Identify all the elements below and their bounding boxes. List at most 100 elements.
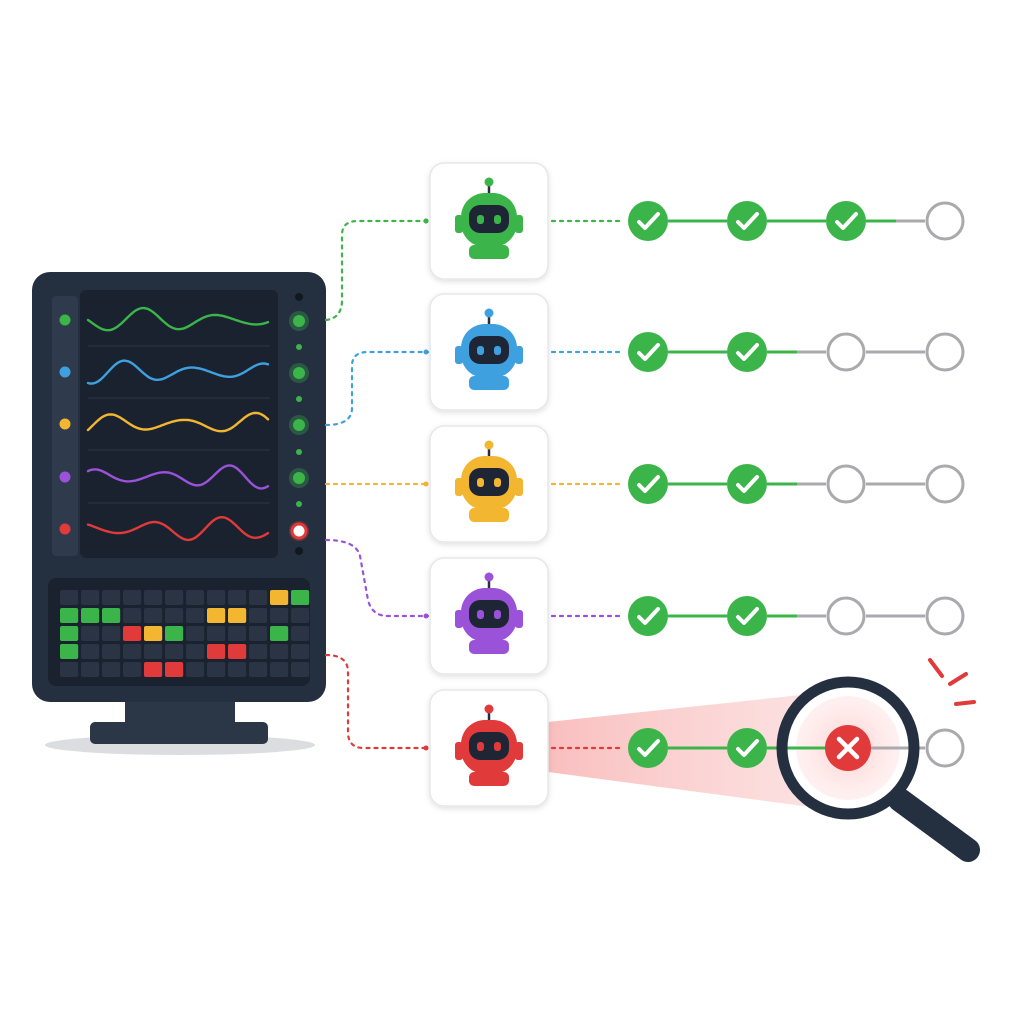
waveform-red xyxy=(86,515,270,542)
keyboard-key xyxy=(249,590,268,605)
channel-dot-red xyxy=(59,523,71,535)
keyboard-key xyxy=(228,590,247,605)
keyboard-key-lit xyxy=(270,626,289,641)
check-mark xyxy=(736,343,759,361)
keyboard-key xyxy=(291,662,310,677)
check-mark xyxy=(736,607,759,625)
keyboard-key xyxy=(144,644,163,659)
alert-ray xyxy=(928,658,944,678)
check-icon xyxy=(826,201,866,241)
pipeline-row-red xyxy=(550,728,965,768)
step-node-pending xyxy=(925,464,965,504)
status-led-small xyxy=(296,449,302,455)
connector-red xyxy=(324,653,430,750)
robot-#e03a3a-icon xyxy=(455,704,523,786)
step-node-pass xyxy=(628,464,668,504)
status-led-small xyxy=(296,501,302,507)
agent-card-green[interactable] xyxy=(429,162,549,280)
keyboard-key xyxy=(249,644,268,659)
robot-eye xyxy=(477,215,484,224)
step-node-pending xyxy=(826,596,866,636)
agent-card-yellow[interactable] xyxy=(429,425,549,543)
robot-face xyxy=(469,205,509,233)
pipeline-row-purple xyxy=(550,596,965,636)
robot-#3fa0e0-icon xyxy=(455,308,523,390)
connector-blue xyxy=(324,350,430,427)
keyboard-key-lit xyxy=(270,590,289,605)
alert-rays-icon xyxy=(928,658,976,706)
status-led xyxy=(293,367,305,379)
pipeline-group xyxy=(550,201,965,768)
check-icon xyxy=(628,464,668,504)
channel-dot-purple xyxy=(59,471,71,483)
keyboard-key xyxy=(81,626,100,641)
channel-dot-yellow xyxy=(59,418,71,430)
connector-green xyxy=(324,219,430,322)
keyboard-key xyxy=(102,590,121,605)
status-led-small xyxy=(296,396,302,402)
status-led xyxy=(293,472,305,484)
status-led-small xyxy=(296,344,302,350)
check-icon xyxy=(727,596,767,636)
keyboard-key xyxy=(186,590,205,605)
keyboard-key xyxy=(165,608,184,623)
keyboard-key xyxy=(81,644,100,659)
pipeline-row-blue xyxy=(550,332,965,372)
check-icon xyxy=(628,332,668,372)
agent-card-red[interactable] xyxy=(429,689,549,807)
step-node-pending xyxy=(925,728,965,768)
robot-eye xyxy=(494,215,501,224)
robot-antenna-tip xyxy=(484,177,494,187)
robot-eye xyxy=(477,610,484,619)
monitor-screen xyxy=(80,290,278,558)
keyboard-key-lit xyxy=(165,626,184,641)
robot-antenna-tip xyxy=(484,572,494,582)
agent-card-blue[interactable] xyxy=(429,293,549,411)
agent-card-purple[interactable] xyxy=(429,557,549,675)
step-node-pass xyxy=(628,201,668,241)
connector-end-dot xyxy=(423,745,429,751)
connector-end-dot xyxy=(423,349,429,355)
alert-ray xyxy=(954,700,976,706)
keyboard-key-lit xyxy=(123,626,142,641)
connector-group xyxy=(324,218,430,751)
screen-gridlines xyxy=(88,345,270,504)
check-mark xyxy=(736,739,759,757)
keyboard-key xyxy=(291,608,310,623)
waveform-group xyxy=(86,306,270,542)
status-led xyxy=(293,315,305,327)
channel-dot-blue xyxy=(59,366,71,378)
keyboard-key xyxy=(228,662,247,677)
waveform-yellow xyxy=(86,411,270,433)
check-mark xyxy=(736,475,759,493)
keyboard-key xyxy=(60,662,79,677)
keyboard-key-lit xyxy=(81,608,100,623)
status-led-group xyxy=(289,311,309,541)
robot-face xyxy=(469,468,509,496)
keyboard-key xyxy=(81,590,100,605)
check-icon xyxy=(727,464,767,504)
robot-#f2b630-icon xyxy=(455,440,523,522)
step-node-pass xyxy=(628,728,668,768)
monitor-power-dot xyxy=(295,547,303,555)
check-mark xyxy=(736,212,759,230)
pipeline-row-green xyxy=(550,201,965,241)
step-node-pass xyxy=(628,332,668,372)
channel-dot-group xyxy=(59,314,71,535)
keyboard-key xyxy=(123,590,142,605)
keyboard-key xyxy=(123,662,142,677)
keyboard-key-lit xyxy=(207,608,226,623)
magnifier-icon xyxy=(776,658,980,862)
keyboard-key xyxy=(144,590,163,605)
channel-dot-green xyxy=(59,314,71,326)
check-mark xyxy=(637,212,660,230)
status-led xyxy=(293,419,305,431)
step-node-pass xyxy=(727,201,767,241)
keyboard-key xyxy=(165,590,184,605)
keyboard-key-lit xyxy=(291,590,310,605)
keyboard-key-lit xyxy=(60,644,79,659)
monitor-stand-base xyxy=(90,722,268,744)
robot-eye xyxy=(494,346,501,355)
keyboard-key xyxy=(291,644,310,659)
